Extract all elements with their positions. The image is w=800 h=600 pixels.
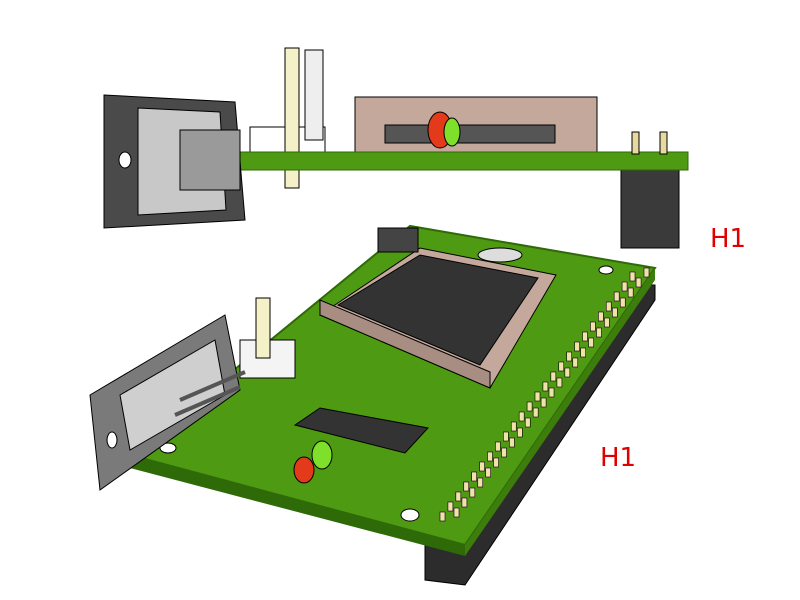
top-board-jumper-2	[304, 49, 324, 141]
header-pin	[635, 277, 642, 288]
header-pin	[558, 361, 565, 372]
header-pin	[566, 351, 572, 362]
top-board-header-label: H1	[710, 224, 747, 254]
header-pin	[556, 377, 563, 388]
header-pin	[643, 267, 650, 278]
header-pin	[582, 331, 588, 342]
bottom-board-led-green	[311, 440, 333, 470]
header-pin	[613, 291, 620, 302]
header-pin	[604, 317, 610, 328]
header-pin	[461, 497, 468, 508]
header-pin	[534, 391, 541, 402]
header-pin	[548, 387, 555, 398]
header-pin	[572, 357, 579, 368]
header-pin	[469, 487, 476, 498]
mounting-hole	[400, 508, 420, 522]
header-pin	[455, 491, 462, 502]
header-pin	[509, 437, 515, 448]
header-pin	[479, 461, 485, 472]
header-pin	[453, 507, 460, 518]
bottom-board-pcb-edge	[130, 455, 465, 556]
header-pin	[619, 297, 626, 308]
header-pin	[477, 477, 484, 488]
header-pin	[526, 401, 533, 412]
header-pin	[439, 511, 446, 522]
bottom-board-reset-button	[377, 227, 419, 253]
header-pin	[612, 307, 618, 318]
top-board-header-block	[620, 167, 680, 249]
header-pin	[564, 367, 571, 378]
top-board-pcb	[167, 151, 689, 171]
top-board-pin	[659, 131, 668, 155]
top-board	[167, 47, 689, 249]
header-pin	[540, 397, 547, 408]
bottom-board-small-ic	[293, 407, 429, 454]
header-pin	[485, 467, 491, 478]
header-pin	[532, 407, 539, 418]
bottom-board-jumper	[255, 297, 271, 359]
header-pin	[588, 337, 594, 348]
mounting-hole	[159, 442, 177, 454]
header-pin	[596, 327, 602, 338]
header-pin	[598, 311, 604, 322]
bottom-board-pin-row	[439, 267, 650, 522]
header-pin	[471, 471, 477, 482]
top-board-db9-connector	[103, 94, 246, 229]
bottom-board-db9-connector	[89, 314, 246, 491]
header-pin	[517, 427, 523, 438]
header-pin	[590, 321, 596, 332]
header-pin	[501, 447, 507, 458]
top-board-led-green	[443, 117, 461, 147]
header-pin	[574, 341, 580, 352]
header-pin	[605, 301, 612, 312]
bottom-board-header-label: H1	[600, 443, 637, 473]
header-pin	[447, 501, 454, 512]
bottom-board-chip-socket-side	[319, 299, 491, 389]
header-pin	[542, 381, 549, 392]
header-pin	[621, 281, 628, 292]
bottom-board-pcb-edge-right	[465, 268, 655, 556]
top-board-ic	[384, 124, 556, 144]
top-board-pin	[631, 131, 640, 155]
header-pin	[580, 347, 586, 358]
header-pin	[550, 371, 557, 382]
header-pin	[627, 287, 634, 298]
bottom-board	[127, 224, 657, 586]
bottom-board-crystal	[477, 247, 523, 263]
header-pin	[493, 457, 499, 468]
bottom-board-cpu	[336, 254, 539, 366]
mounting-hole	[598, 265, 614, 275]
header-pin	[487, 451, 493, 462]
header-pin	[518, 411, 525, 422]
header-pin	[629, 271, 636, 282]
header-pin	[495, 441, 501, 452]
header-pin	[503, 431, 509, 442]
bottom-board-led-red	[293, 456, 315, 484]
header-pin	[524, 417, 531, 428]
header-pin	[463, 481, 470, 492]
header-pin	[510, 421, 517, 432]
